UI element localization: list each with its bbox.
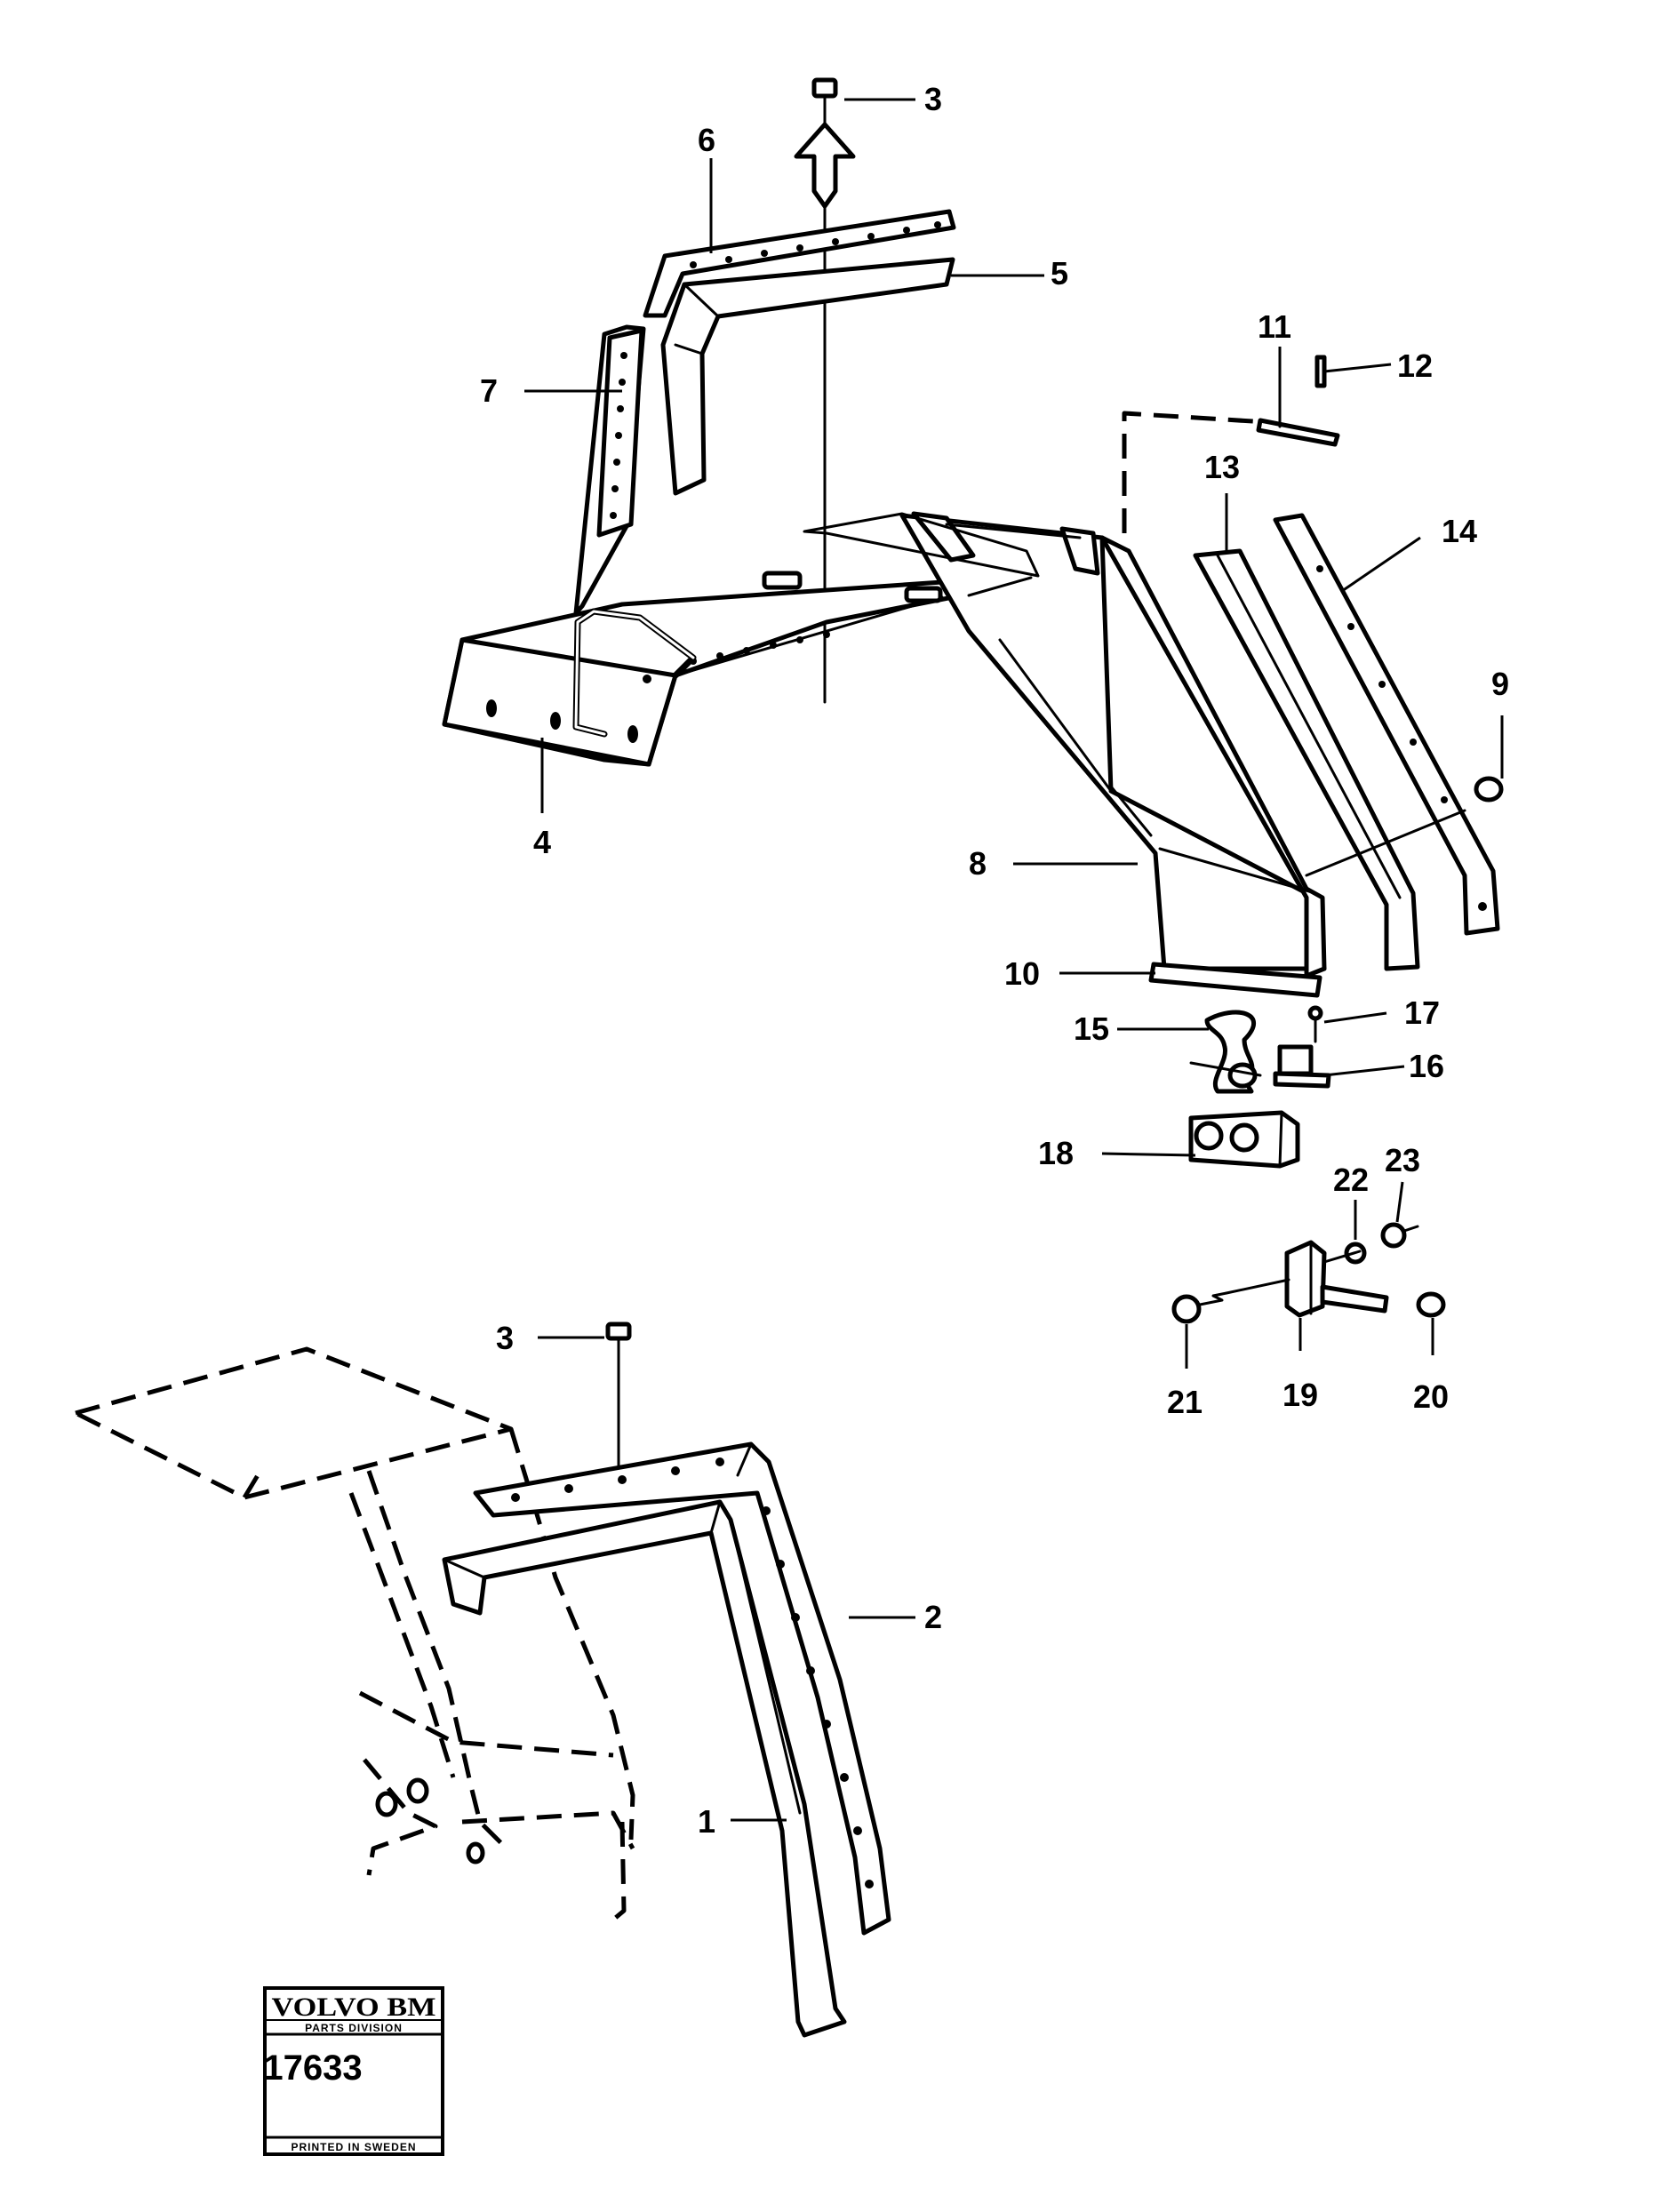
hinge-axis-line — [1322, 1250, 1362, 1264]
callout-20: 20 — [1413, 1378, 1449, 1415]
callout-3-lower: 3 — [496, 1320, 514, 1356]
callout-14: 14 — [1442, 513, 1477, 549]
callout-2: 2 — [924, 1599, 942, 1635]
volvo-bm-stamp: VOLVO BM PARTS DIVISION 17633 PRINTED IN… — [263, 1986, 444, 2156]
callout-23: 23 — [1385, 1142, 1420, 1178]
callout-3-top: 3 — [924, 81, 942, 117]
callout-6: 6 — [698, 122, 715, 158]
callout-8: 8 — [969, 845, 987, 882]
part-4-floor-plate — [442, 571, 955, 767]
hinge-link-dashed — [1122, 411, 1267, 533]
part-23-nut — [1380, 1222, 1419, 1249]
part-16-hinge-pin — [1273, 1044, 1331, 1089]
part-14-right-strip — [1273, 513, 1500, 936]
part-8-side-panel — [803, 511, 1327, 978]
part-6-upper-strip — [643, 209, 956, 318]
floor-handle — [572, 608, 697, 738]
callout-4: 4 — [533, 824, 551, 860]
part-7-vertical-strip — [573, 324, 646, 616]
callout-18: 18 — [1038, 1135, 1074, 1171]
ghost-fender-dashed — [73, 1346, 635, 1921]
part-5-upper-angle — [660, 257, 955, 496]
part-18-bracket — [1188, 1110, 1300, 1169]
part-19-hinge-block — [1284, 1240, 1389, 1318]
stamp-division: PARTS DIVISION — [305, 2022, 403, 2034]
callout-9: 9 — [1491, 666, 1509, 702]
callout-16: 16 — [1409, 1048, 1444, 1084]
part-12-small-pin — [1314, 355, 1327, 388]
part-2-perforated-strip — [473, 1441, 891, 1936]
part-20-cap — [1416, 1291, 1446, 1318]
part-9-nut — [1474, 776, 1504, 803]
assembly-arrow — [794, 122, 856, 209]
stamp-number: 17633 — [263, 2048, 362, 2088]
part-10-hinge-rod — [1148, 962, 1322, 998]
part-17-screw — [1307, 1005, 1323, 1043]
part-1-angle — [442, 1499, 847, 2038]
part-11-pin — [1256, 363, 1340, 447]
callout-11: 11 — [1258, 308, 1291, 345]
callout-12: 12 — [1397, 347, 1433, 384]
part-15-latch — [1189, 1010, 1262, 1094]
part-21-bolt — [1171, 1278, 1290, 1324]
bolt-lower — [605, 1322, 632, 1504]
callout-21: 21 — [1167, 1384, 1203, 1420]
part-13-middle-strip — [1193, 548, 1420, 971]
leader-lines — [524, 98, 1504, 1822]
callout-labels: 1 2 3 3 4 5 6 7 8 9 10 11 12 13 14 15 16… — [480, 81, 1509, 1840]
callout-15: 15 — [1074, 1010, 1109, 1047]
stamp-printed: PRINTED IN SWEDEN — [291, 2141, 416, 2153]
stamp-brand: VOLVO BM — [272, 1992, 436, 2022]
callout-19: 19 — [1282, 1377, 1318, 1413]
callout-13: 13 — [1204, 449, 1240, 485]
bolt-top — [811, 77, 838, 124]
callout-17: 17 — [1404, 994, 1440, 1031]
callout-1: 1 — [698, 1803, 715, 1840]
callout-22: 22 — [1333, 1162, 1369, 1198]
callout-5: 5 — [1051, 255, 1068, 291]
callout-7: 7 — [480, 372, 498, 409]
callout-10: 10 — [1004, 955, 1040, 992]
